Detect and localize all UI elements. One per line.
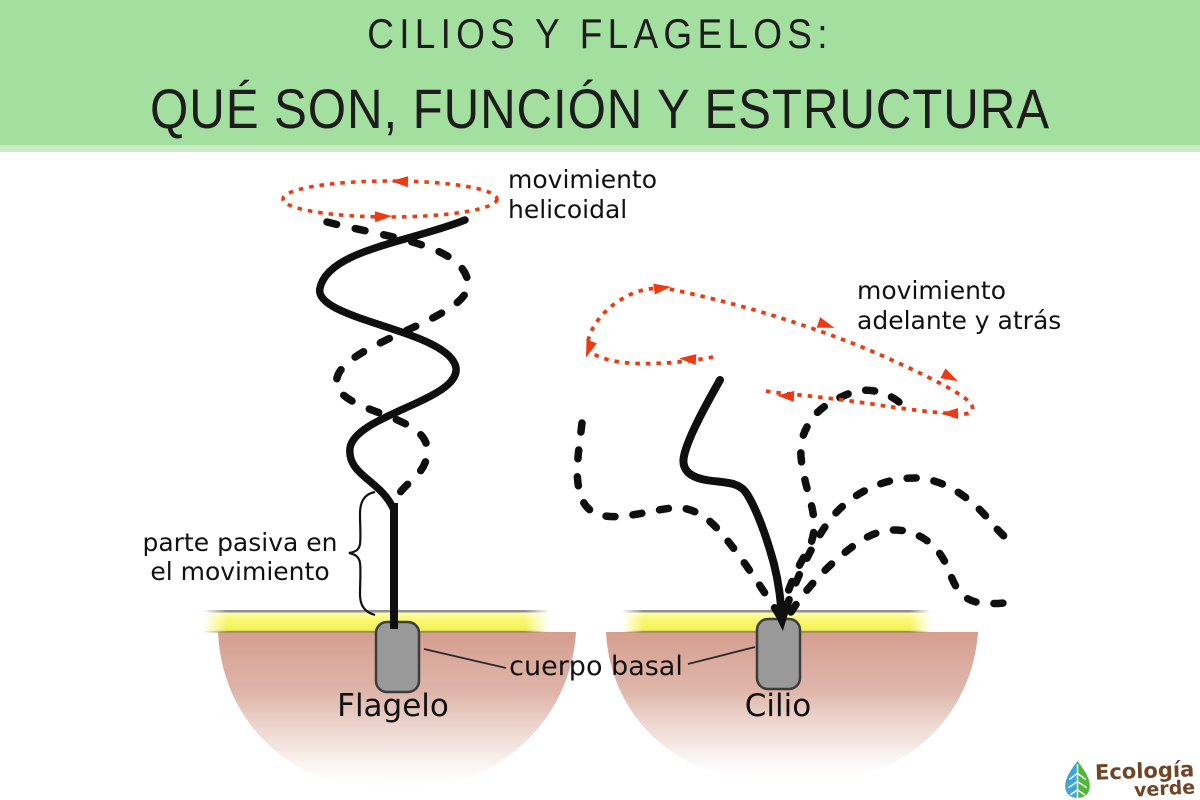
page-title-line1: CILIOS Y FLAGELOS: [367, 10, 833, 57]
passive-part-brace [348, 490, 376, 617]
header-banner [0, 0, 1200, 145]
cilium-tip-arrowhead [773, 611, 789, 631]
basal-body-pointer-right [687, 646, 756, 665]
passive-part-label-line2: el movimiento [150, 557, 330, 586]
back-and-forth-label-line2: adelante y atrás [857, 306, 1062, 335]
ecologiaverde-logo: Ecología verde [1060, 753, 1200, 800]
flagellum-name-label: Flagelo [337, 688, 449, 724]
flagellum-basal-body [374, 620, 421, 694]
cilium-basal-body [755, 617, 802, 691]
flagellum-helix-back-strand [323, 218, 472, 510]
passive-part-label-line1: parte pasiva en [142, 528, 338, 557]
passive-part-label: parte pasiva en el movimiento [140, 528, 340, 586]
cilium-stroke-positions [573, 386, 1019, 618]
cilium-ghost-arc-lower [787, 526, 1019, 616]
header-banner-bottom-strip [0, 145, 1200, 152]
logo-text-verde: verde [1133, 776, 1196, 800]
basal-body-label: cuerpo basal [509, 651, 683, 682]
page-title-line2: QUÉ SON, FUNCIÓN Y ESTRUCTURA [150, 77, 1050, 140]
helical-motion-arrow [281, 175, 499, 223]
flagellum-helix [316, 216, 472, 629]
leaf-icon [1065, 761, 1090, 798]
back-and-forth-motion-label: movimiento adelante y atrás [857, 276, 1061, 336]
cilium-cell-body [606, 632, 978, 779]
flagellum-helix-front-strand [316, 216, 469, 512]
helical-motion-label-line1: movimiento [508, 165, 658, 194]
back-and-forth-label-line1: movimiento [857, 276, 1007, 305]
helical-motion-label-line2: helicoidal [508, 195, 628, 224]
helical-motion-label: movimiento helicoidal [508, 165, 657, 225]
flagellum-cell-body [218, 632, 576, 788]
cilium-ghost-arc-upper [782, 474, 1017, 612]
basal-body-pointer-left [423, 648, 507, 669]
cilium-ghost-left [573, 419, 782, 617]
back-and-forth-motion-arrow [580, 281, 975, 419]
cilium-name-label: Cilio [744, 688, 812, 724]
cilium-main-stroke [679, 376, 789, 631]
